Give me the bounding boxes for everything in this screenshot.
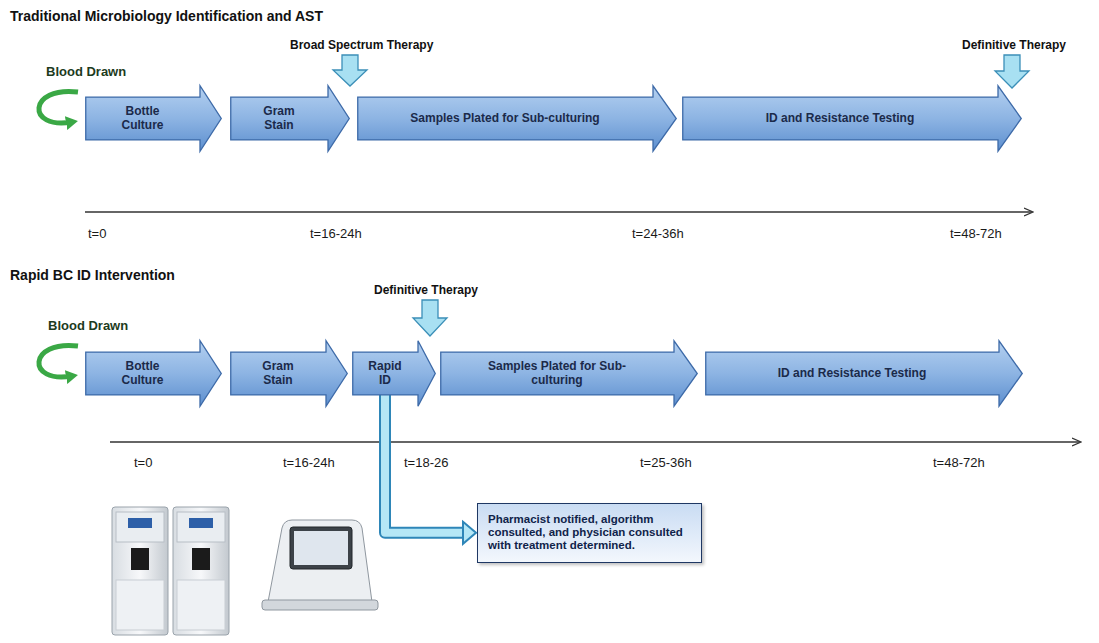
process-arrow: Bottle Culture — [85, 340, 222, 407]
process-arrow: Gram Stain — [230, 340, 348, 407]
arrow-body: Samples Plated for Sub-culturing — [440, 340, 674, 407]
process-arrow: Samples Plated for Sub-culturing — [357, 85, 677, 152]
arrow-body: Rapid ID — [352, 340, 418, 407]
time-label: t=18-26 — [404, 455, 448, 470]
step-text: Bottle Culture — [113, 360, 173, 388]
blood-label: Blood Drawn — [48, 318, 128, 333]
time-label: t=0 — [88, 226, 106, 241]
section-heading: Traditional Microbiology Identification … — [10, 8, 323, 24]
time-label: t=48-72h — [933, 455, 985, 470]
time-label: t=24-36h — [632, 226, 684, 241]
time-label: t=16-24h — [310, 226, 362, 241]
process-arrow: ID and Resistance Testing — [705, 340, 1023, 407]
step-text: Bottle Culture — [113, 105, 173, 133]
arrow-body: Gram Stain — [230, 85, 328, 152]
arrow-outline — [352, 340, 436, 407]
process-arrow: Bottle Culture — [85, 85, 222, 152]
arrow-body: Bottle Culture — [85, 85, 200, 152]
time-label: t=0 — [134, 455, 152, 470]
therapy-label: Definitive Therapy — [962, 38, 1066, 52]
blood-arrow — [39, 91, 78, 123]
process-arrow: ID and Resistance Testing — [682, 85, 1022, 152]
arrow-body: Bottle Culture — [85, 340, 200, 407]
arrow-body: Samples Plated for Sub-culturing — [357, 85, 653, 152]
arrow-body: ID and Resistance Testing — [705, 340, 999, 407]
step-text: Pharmacist notified, algorithm consulted… — [488, 513, 691, 553]
arrow-body: ID and Resistance Testing — [682, 85, 998, 152]
therapy-arrow — [995, 55, 1029, 88]
section-heading: Rapid BC ID Intervention — [10, 267, 175, 283]
instrument-illustration — [112, 507, 378, 635]
notify-connector — [385, 395, 476, 544]
step-text: ID and Resistance Testing — [766, 112, 914, 126]
callout-box: Pharmacist notified, algorithm consulted… — [477, 503, 702, 563]
process-arrow: Rapid ID — [352, 340, 436, 407]
step-text: Samples Plated for Sub-culturing — [467, 360, 647, 388]
process-arrow: Samples Plated for Sub-culturing — [440, 340, 698, 407]
time-label: t=16-24h — [283, 455, 335, 470]
time-label: t=48-72h — [950, 226, 1002, 241]
step-text: Samples Plated for Sub-culturing — [410, 112, 599, 126]
therapy-arrow — [333, 55, 367, 86]
blood-arrow — [39, 345, 78, 377]
step-text: Gram Stain — [253, 360, 303, 388]
timeline — [110, 441, 1080, 442]
step-text: Rapid ID — [364, 360, 406, 388]
therapy-arrow — [413, 300, 447, 336]
therapy-label: Definitive Therapy — [374, 283, 478, 297]
blood-label: Blood Drawn — [46, 64, 126, 79]
step-text: Gram Stain — [254, 105, 304, 133]
step-text: ID and Resistance Testing — [778, 367, 926, 381]
timeline — [85, 211, 1032, 212]
process-arrow: Gram Stain — [230, 85, 350, 152]
arrow-body: Gram Stain — [230, 340, 326, 407]
time-label: t=25-36h — [640, 455, 692, 470]
therapy-label: Broad Spectrum Therapy — [290, 38, 433, 52]
